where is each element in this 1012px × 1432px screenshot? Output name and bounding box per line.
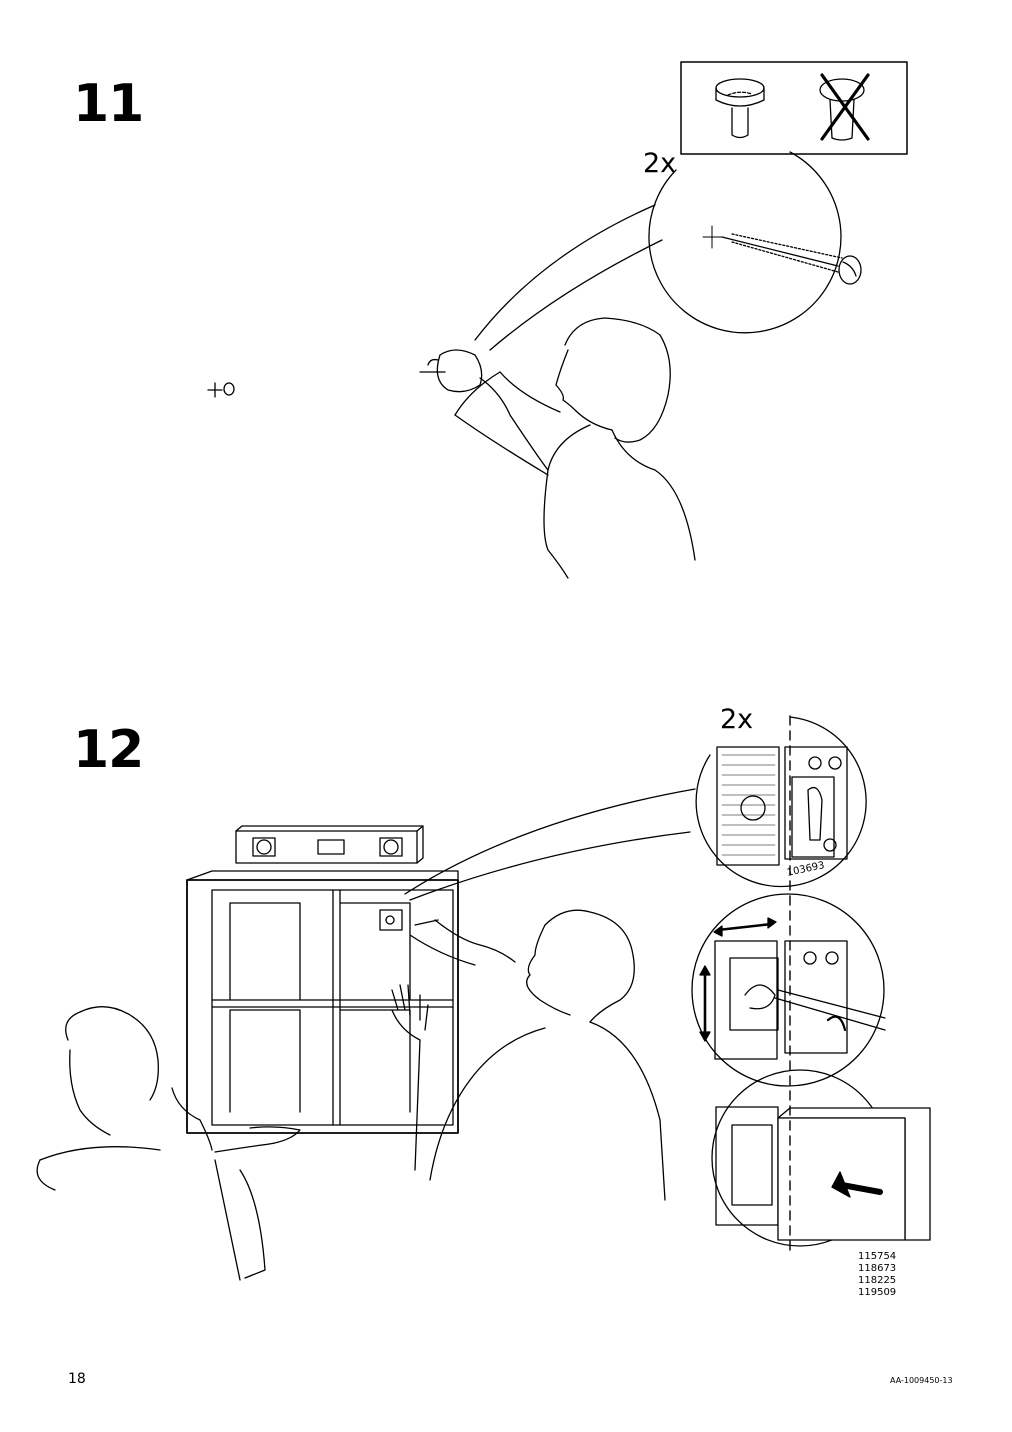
- step-12-quantity: 2x: [720, 704, 754, 735]
- step-11-number: 11: [73, 74, 144, 134]
- person-drilling-figure: [420, 318, 695, 578]
- part-number: 118225: [858, 1275, 897, 1286]
- step-11-quantity: 2x: [643, 148, 677, 179]
- correct-plug-icon: [716, 79, 764, 138]
- part-number-list: 115754 118673 118225 119509: [858, 1251, 896, 1299]
- part-number: 119509: [858, 1287, 897, 1298]
- person-watching-figure: [37, 1007, 300, 1280]
- incorrect-plug-icon: [820, 75, 868, 140]
- document-id: AA-1009450-13: [890, 1376, 953, 1385]
- mounting-detail-circle-2: [692, 894, 885, 1086]
- mounting-detail-circle-3: [712, 1070, 930, 1246]
- mounting-detail-circle-1: [696, 717, 866, 887]
- step-12-number: 12: [73, 720, 144, 780]
- part-number: 118673: [858, 1263, 897, 1274]
- wall-screw-icon: [208, 383, 234, 397]
- plug-comparison-box: [681, 62, 907, 154]
- spirit-level-icon: [236, 826, 423, 863]
- screw-detail-circle: [649, 152, 861, 333]
- shelf-unit: [187, 871, 458, 1133]
- part-number: 115754: [858, 1251, 897, 1262]
- page-number: 18: [68, 1371, 86, 1387]
- person-mounting-figure: [392, 910, 665, 1200]
